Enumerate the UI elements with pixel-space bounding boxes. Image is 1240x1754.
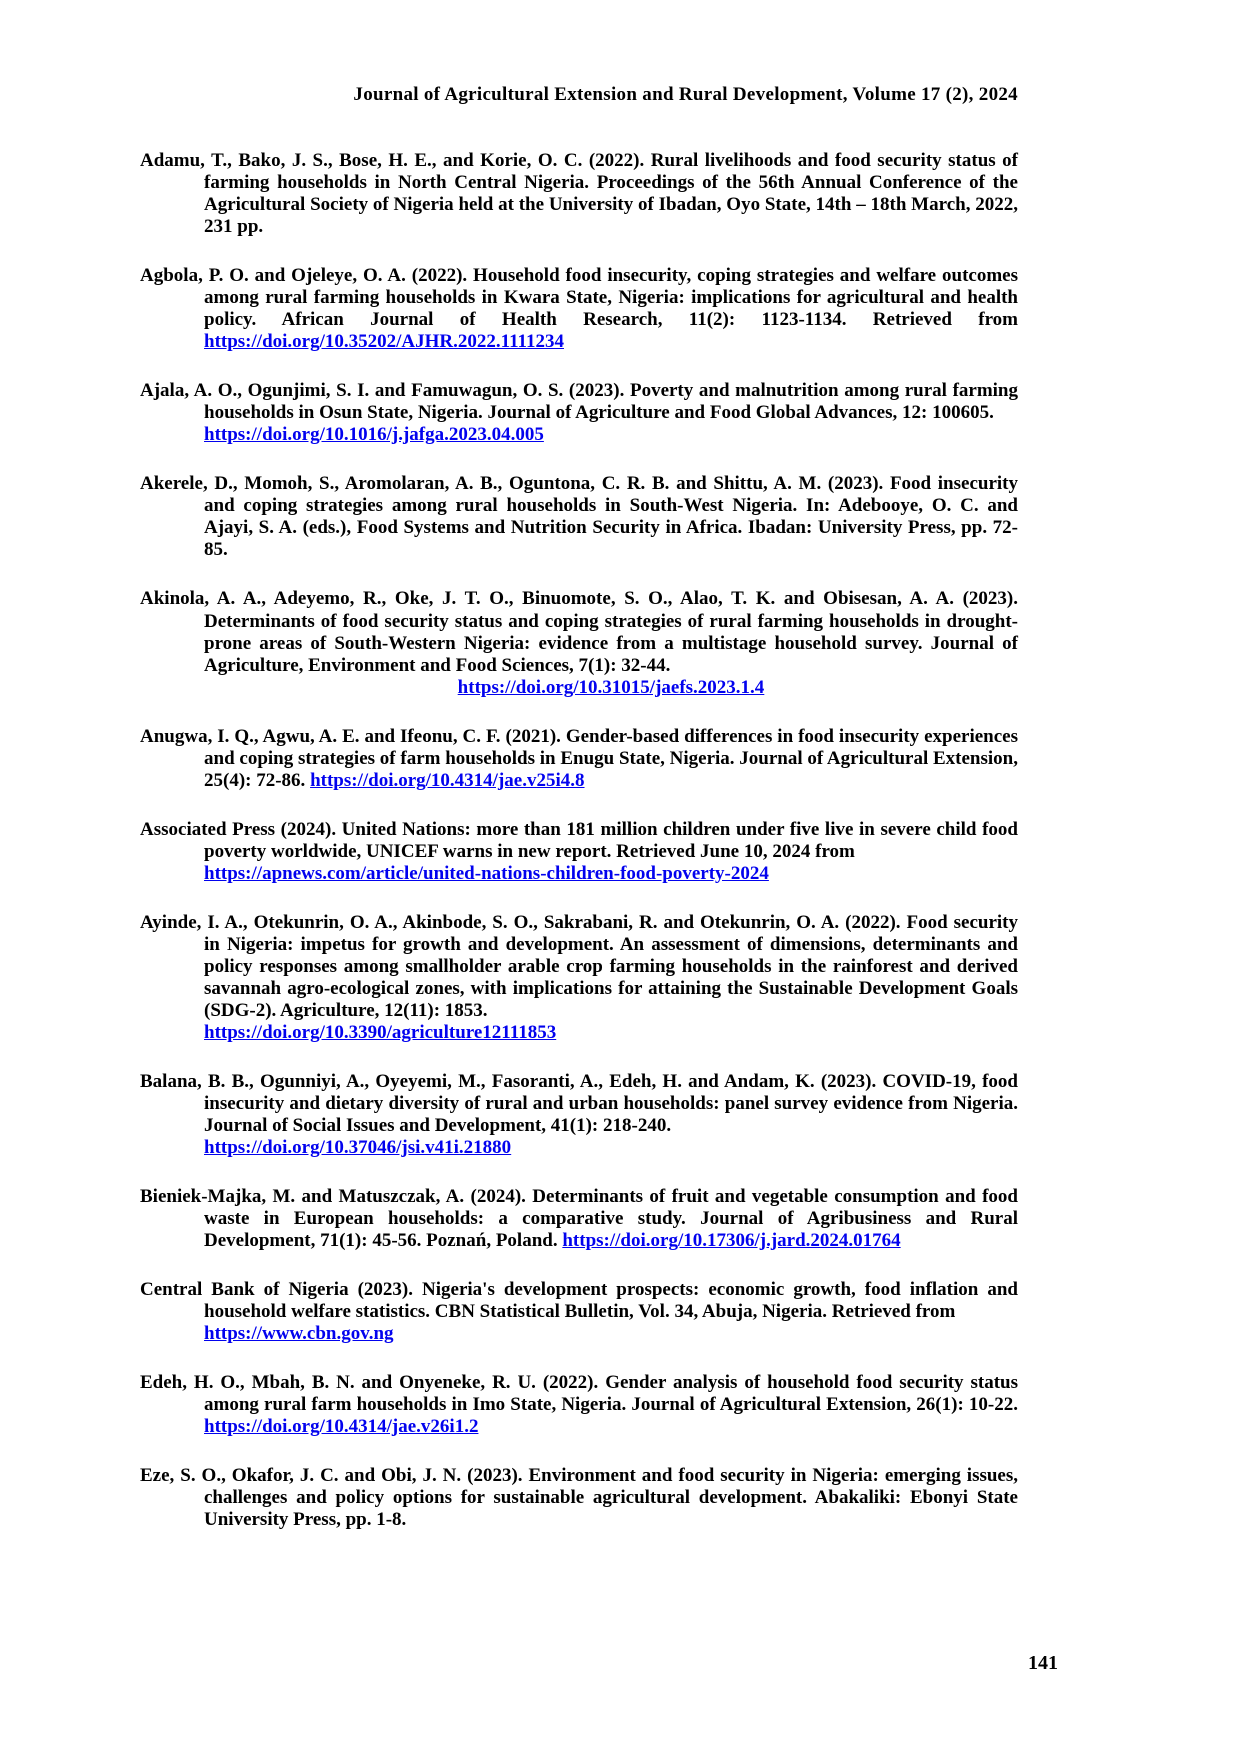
- reference-text: Eze, S. O., Okafor, J. C. and Obi, J. N.…: [140, 1465, 1018, 1531]
- reference-text: Associated Press (2024). United Nations:…: [140, 818, 1018, 862]
- reference-doi-link[interactable]: https://doi.org/10.17306/j.jard.2024.017…: [562, 1230, 901, 1252]
- reference-text: Ayinde, I. A., Otekunrin, O. A., Akinbod…: [140, 911, 1018, 1021]
- reference-entry: Akinola, A. A., Adeyemo, R., Oke, J. T. …: [140, 588, 1018, 698]
- reference-doi-link[interactable]: https://doi.org/10.1016/j.jafga.2023.04.…: [204, 424, 544, 446]
- reference-entry: Associated Press (2024). United Nations:…: [140, 819, 1018, 885]
- reference-entry: Eze, S. O., Okafor, J. C. and Obi, J. N.…: [140, 1465, 1018, 1531]
- reference-entry: Adamu, T., Bako, J. S., Bose, H. E., and…: [140, 150, 1018, 238]
- reference-entry: Anugwa, I. Q., Agwu, A. E. and Ifeonu, C…: [140, 726, 1018, 792]
- reference-text: Akinola, A. A., Adeyemo, R., Oke, J. T. …: [140, 588, 1018, 676]
- reference-entry: Balana, B. B., Ogunniyi, A., Oyeyemi, M.…: [140, 1071, 1018, 1159]
- reference-text: Central Bank of Nigeria (2023). Nigeria'…: [140, 1279, 1018, 1323]
- reference-entry: Bieniek-Majka, M. and Matuszczak, A. (20…: [140, 1186, 1018, 1252]
- reference-doi-link[interactable]: https://doi.org/10.3390/agriculture12111…: [204, 1021, 557, 1043]
- reference-entry: Ajala, A. O., Ogunjimi, S. I. and Famuwa…: [140, 380, 1018, 446]
- reference-doi-link[interactable]: https://doi.org/10.4314/jae.v26i1.2: [204, 1416, 479, 1438]
- reference-text: Bieniek-Majka, M. and Matuszczak, A. (20…: [140, 1186, 1018, 1252]
- reference-doi-link[interactable]: https://doi.org/10.35202/AJHR.2022.11112…: [204, 331, 564, 353]
- reference-text: Akerele, D., Momoh, S., Aromolaran, A. B…: [140, 473, 1018, 561]
- reference-doi-link[interactable]: https://doi.org/10.31015/jaefs.2023.1.4: [457, 676, 765, 698]
- references-page: Journal of Agricultural Extension and Ru…: [140, 84, 1018, 1559]
- reference-entry: Ayinde, I. A., Otekunrin, O. A., Akinbod…: [140, 912, 1018, 1044]
- reference-entry: Agbola, P. O. and Ojeleye, O. A. (2022).…: [140, 265, 1018, 353]
- reference-text: Edeh, H. O., Mbah, B. N. and Onyeneke, R…: [140, 1372, 1018, 1416]
- reference-text: Agbola, P. O. and Ojeleye, O. A. (2022).…: [140, 265, 1018, 331]
- reference-doi-link[interactable]: https://doi.org/10.4314/jae.v25i4.8: [310, 769, 585, 791]
- reference-entry: Central Bank of Nigeria (2023). Nigeria'…: [140, 1279, 1018, 1345]
- reference-text: Balana, B. B., Ogunniyi, A., Oyeyemi, M.…: [140, 1071, 1018, 1137]
- page-number: 141: [1028, 1652, 1058, 1674]
- reference-text: Adamu, T., Bako, J. S., Bose, H. E., and…: [140, 150, 1018, 238]
- reference-text: Ajala, A. O., Ogunjimi, S. I. and Famuwa…: [140, 380, 1018, 424]
- reference-doi-link[interactable]: https://apnews.com/article/united-nation…: [204, 862, 769, 884]
- reference-doi-link[interactable]: https://www.cbn.gov.ng: [204, 1323, 394, 1345]
- reference-doi-link[interactable]: https://doi.org/10.37046/jsi.v41i.21880: [204, 1137, 512, 1159]
- reference-entry: Edeh, H. O., Mbah, B. N. and Onyeneke, R…: [140, 1372, 1018, 1438]
- running-head: Journal of Agricultural Extension and Ru…: [353, 84, 1018, 105]
- reference-entry: Akerele, D., Momoh, S., Aromolaran, A. B…: [140, 473, 1018, 561]
- reference-text: Anugwa, I. Q., Agwu, A. E. and Ifeonu, C…: [140, 725, 1018, 791]
